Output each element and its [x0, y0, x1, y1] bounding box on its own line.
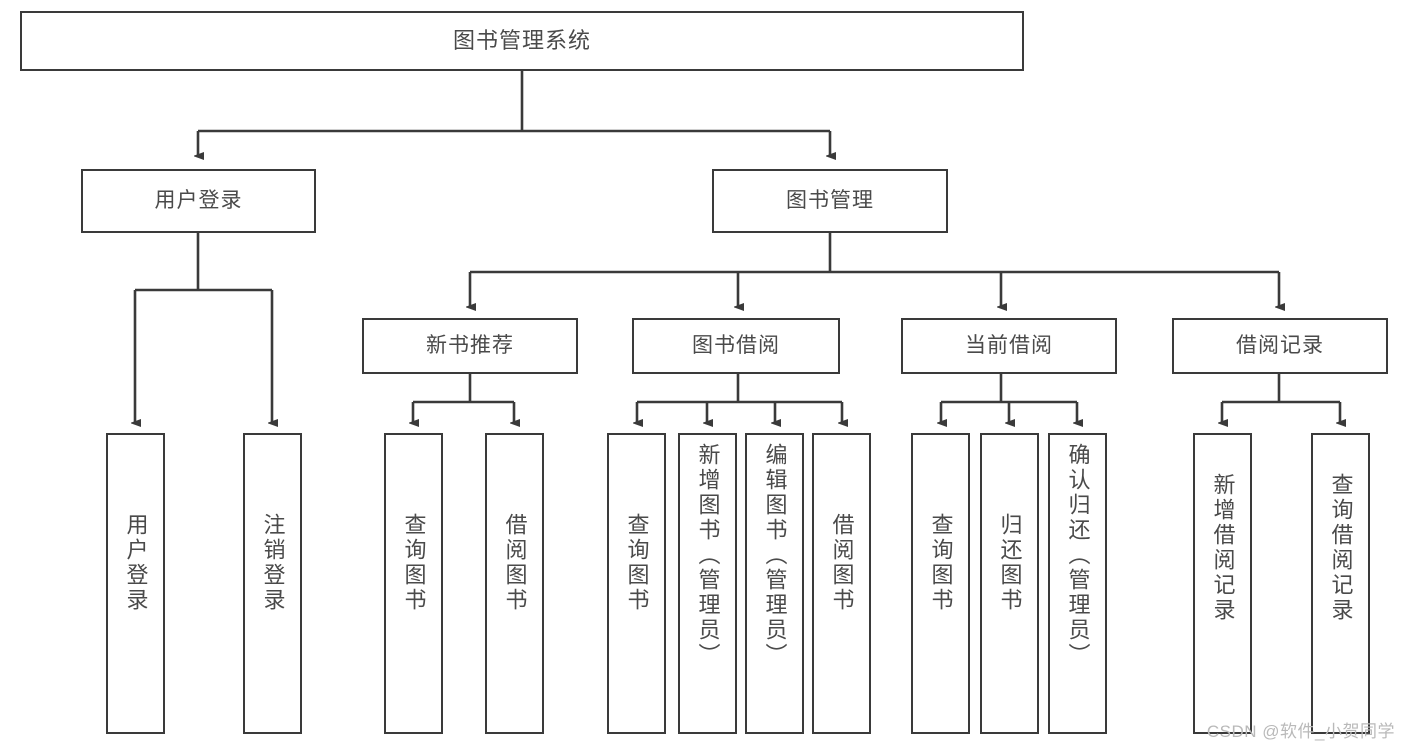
node-leaf-add-book[interactable]: 新增图书（管理员） — [678, 433, 737, 734]
node-borrow-record-label: 借阅记录 — [1236, 333, 1324, 357]
node-leaf-query-book-2-label: 查询图书 — [624, 513, 650, 613]
node-leaf-return-book[interactable]: 归还图书 — [980, 433, 1039, 734]
node-book-borrow-label: 图书借阅 — [692, 333, 780, 357]
node-root[interactable]: 图书管理系统 — [20, 11, 1024, 71]
node-leaf-query-book-3-label: 查询图书 — [928, 513, 954, 613]
node-leaf-borrow-book-1[interactable]: 借阅图书 — [485, 433, 544, 734]
node-leaf-return-book-label: 归还图书 — [997, 513, 1023, 613]
node-leaf-borrow-book-2-label: 借阅图书 — [829, 513, 855, 613]
node-leaf-logout[interactable]: 注销登录 — [243, 433, 302, 734]
node-leaf-query-record[interactable]: 查询借阅记录 — [1311, 433, 1370, 734]
node-leaf-edit-book[interactable]: 编辑图书（管理员） — [745, 433, 804, 734]
node-leaf-query-book-1-label: 查询图书 — [401, 513, 427, 613]
watermark-text: CSDN @软件_小贺同学 — [1206, 722, 1395, 741]
node-leaf-add-record-label: 新增借阅记录 — [1210, 473, 1236, 623]
node-leaf-user-login[interactable]: 用户登录 — [106, 433, 165, 734]
node-user-login[interactable]: 用户登录 — [81, 169, 316, 233]
node-leaf-query-book-2[interactable]: 查询图书 — [607, 433, 666, 734]
node-new-book-recommend-label: 新书推荐 — [426, 333, 514, 357]
node-book-borrow[interactable]: 图书借阅 — [632, 318, 840, 374]
node-leaf-edit-book-label: 编辑图书（管理员） — [762, 443, 788, 668]
node-book-manage[interactable]: 图书管理 — [712, 169, 948, 233]
node-current-borrow[interactable]: 当前借阅 — [901, 318, 1117, 374]
node-user-login-label: 用户登录 — [154, 188, 243, 212]
node-leaf-confirm-return-label: 确认归还（管理员） — [1065, 443, 1091, 668]
node-leaf-borrow-book-2[interactable]: 借阅图书 — [812, 433, 871, 734]
node-leaf-user-login-label: 用户登录 — [123, 513, 149, 613]
node-current-borrow-label: 当前借阅 — [965, 333, 1053, 357]
node-leaf-query-record-label: 查询借阅记录 — [1328, 473, 1354, 623]
node-leaf-logout-label: 注销登录 — [260, 513, 286, 613]
node-leaf-add-book-label: 新增图书（管理员） — [695, 443, 721, 668]
node-leaf-add-record[interactable]: 新增借阅记录 — [1193, 433, 1252, 734]
node-root-label: 图书管理系统 — [452, 28, 591, 54]
node-leaf-query-book-1[interactable]: 查询图书 — [384, 433, 443, 734]
node-leaf-borrow-book-1-label: 借阅图书 — [502, 513, 528, 613]
node-book-manage-label: 图书管理 — [786, 188, 874, 212]
node-leaf-query-book-3[interactable]: 查询图书 — [911, 433, 970, 734]
node-new-book-recommend[interactable]: 新书推荐 — [362, 318, 578, 374]
node-leaf-confirm-return[interactable]: 确认归还（管理员） — [1048, 433, 1107, 734]
node-borrow-record[interactable]: 借阅记录 — [1172, 318, 1388, 374]
